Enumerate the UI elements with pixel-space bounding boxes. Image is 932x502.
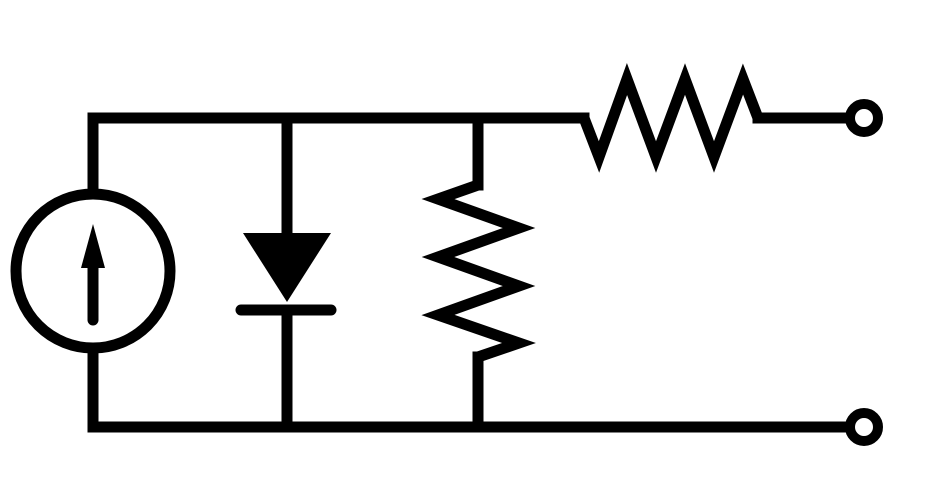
- shunt-resistor-icon: [421, 179, 536, 363]
- arrow-head-icon: [81, 224, 105, 268]
- output-terminal-bottom: [845, 408, 883, 446]
- diode-icon: [235, 233, 337, 316]
- output-terminal-top: [845, 99, 883, 137]
- diode-triangle: [243, 233, 331, 302]
- series-resistor-icon: [578, 62, 764, 173]
- current-source-icon: [10, 188, 176, 354]
